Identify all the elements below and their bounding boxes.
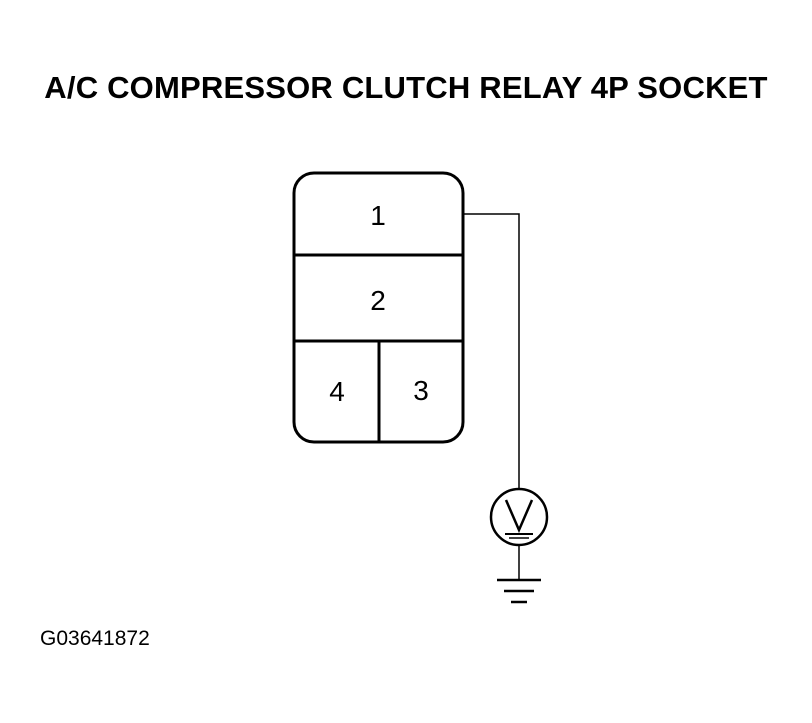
figure-id: G03641872 [40,627,150,650]
voltmeter-circle [489,487,549,547]
test-lead-wire [463,213,520,490]
voltmeter-v-symbol [504,499,534,534]
voltmeter-icon [489,487,549,547]
pin-2-label: 2 [370,285,386,316]
relay-socket-connector [292,171,465,444]
pin-3-label: 3 [413,375,429,406]
diagram-title: A/C COMPRESSOR CLUTCH RELAY 4P SOCKET [44,70,768,105]
ground-icon [497,578,541,604]
pin-1-label: 1 [370,200,386,231]
pin-4-label: 4 [329,376,345,407]
